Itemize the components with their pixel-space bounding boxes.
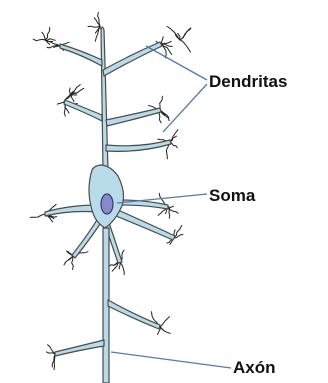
dendrite-twig xyxy=(57,102,64,104)
nucleus xyxy=(101,194,113,214)
dendrite-twig xyxy=(88,26,100,27)
dendrite-twig xyxy=(160,317,169,327)
dendrite-twig xyxy=(72,256,74,270)
leader-line-axon xyxy=(111,352,231,368)
dendrite-twig xyxy=(69,88,70,95)
dendrite-twig xyxy=(180,28,191,40)
leader-line-dendrites-upper xyxy=(146,46,207,80)
label-axon: Axón xyxy=(233,358,276,378)
label-dendrites: Dendritas xyxy=(209,72,287,92)
dendrite-twig xyxy=(42,32,45,40)
label-soma: Soma xyxy=(209,186,255,206)
dendrite-twig xyxy=(70,95,74,102)
leader-line-dendrites-lower xyxy=(163,84,207,132)
dendrite-twig xyxy=(30,214,45,217)
dendrite-twig xyxy=(168,206,174,207)
dendrite-twig xyxy=(45,27,50,40)
dendrite-twig xyxy=(162,37,164,44)
dendrite-twig xyxy=(50,41,60,46)
dendrite-twig xyxy=(180,40,191,52)
dendrite-twig xyxy=(33,39,45,41)
leader-line-soma xyxy=(117,194,207,203)
